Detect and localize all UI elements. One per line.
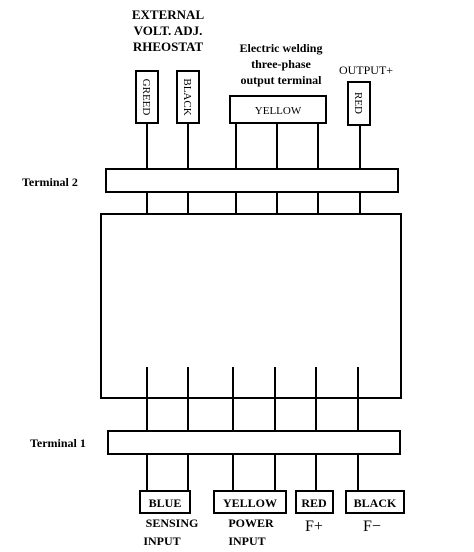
- f-plus-label: F+: [305, 518, 323, 535]
- terminal-2-bar: [105, 168, 399, 193]
- tag-black-bottom: BLACK: [345, 490, 405, 514]
- tag-red-bottom: RED: [295, 490, 334, 514]
- power-label-line-2: INPUT: [228, 534, 265, 548]
- tag-blue-text: BLUE: [149, 496, 182, 510]
- tag-black-bottom-text: BLACK: [354, 496, 397, 510]
- output-plus-label: OUTPUT+: [339, 63, 393, 77]
- sensing-label-line-2: INPUT: [143, 534, 180, 548]
- tag-greed: GREED: [135, 70, 159, 124]
- terminal-2-label: Terminal 2: [22, 175, 78, 189]
- rheostat-label-line-1: EXTERNAL: [132, 7, 205, 22]
- f-minus-label: F−: [363, 518, 381, 535]
- tag-red-top-text: RED: [352, 92, 364, 114]
- tag-yellow-bottom-text: YELLOW: [223, 496, 277, 510]
- tag-yellow-top-text: YELLOW: [255, 105, 302, 117]
- tag-greed-text: GREED: [140, 79, 152, 116]
- rheostat-label-line-2: VOLT. ADJ.: [134, 23, 203, 38]
- tag-black-top: BLACK: [176, 70, 200, 124]
- power-label-line-1: POWER: [228, 516, 274, 530]
- tag-black-top-text: BLACK: [181, 78, 193, 115]
- tag-yellow-bottom: YELLOW: [213, 490, 287, 514]
- welding-label-line-2: three-phase: [251, 57, 311, 71]
- tag-red-bottom-text: RED: [301, 496, 327, 510]
- main-device-box: [100, 213, 402, 399]
- tag-blue: BLUE: [139, 490, 191, 514]
- sensing-label-line-1: SENSING: [146, 516, 199, 530]
- tag-yellow-top: YELLOW: [229, 95, 327, 124]
- tag-red-top: RED: [347, 81, 371, 126]
- welding-label-line-3: output terminal: [241, 73, 323, 87]
- terminal-1-label: Terminal 1: [30, 436, 86, 450]
- terminal-1-bar: [107, 430, 401, 455]
- welding-label-line-1: Electric welding: [240, 41, 323, 55]
- rheostat-label-line-3: RHEOSTAT: [133, 39, 204, 54]
